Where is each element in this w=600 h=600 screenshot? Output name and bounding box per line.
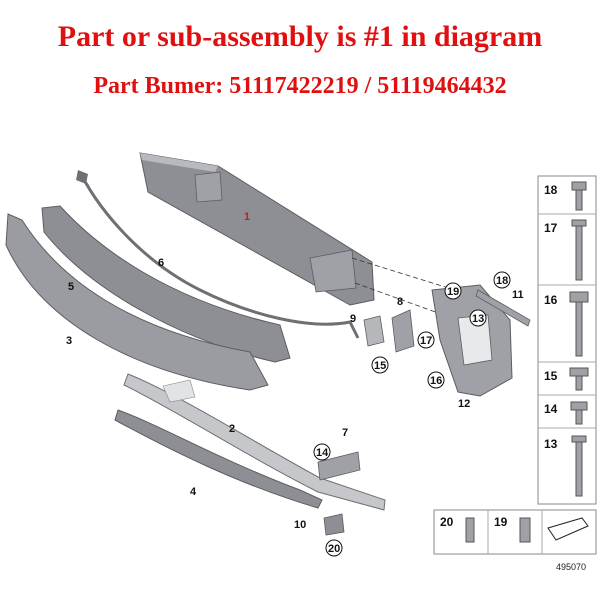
part-10-clip[interactable] xyxy=(323,513,345,536)
callout-5: 5 xyxy=(68,281,74,293)
reference-number: 495070 xyxy=(556,562,586,572)
hw-13: 13 xyxy=(544,437,558,451)
callout-7: 7 xyxy=(342,427,348,439)
hw-17: 17 xyxy=(544,221,558,235)
hw-14: 14 xyxy=(544,402,558,416)
header-line-1: Part or sub-assembly is #1 in diagram xyxy=(57,20,543,53)
callout-1: 1 xyxy=(244,211,250,223)
callout-16: 16 xyxy=(430,375,442,387)
hw-20: 20 xyxy=(440,515,454,529)
hw-19: 19 xyxy=(494,515,508,529)
hw-15: 15 xyxy=(544,369,558,383)
callout-19: 19 xyxy=(447,286,459,298)
part-5-absorber[interactable] xyxy=(41,205,291,363)
callout-6: 6 xyxy=(158,257,164,269)
part-2-trim-strip[interactable] xyxy=(123,373,386,511)
callout-20: 20 xyxy=(328,543,340,555)
callout-9: 9 xyxy=(350,313,356,325)
callout-17: 17 xyxy=(420,335,432,347)
callout-10: 10 xyxy=(294,519,306,531)
callout-2: 2 xyxy=(229,423,235,435)
hw-16: 16 xyxy=(544,293,558,307)
callout-4: 4 xyxy=(190,486,197,498)
part-11-bracket[interactable] xyxy=(475,289,531,327)
callout-11: 11 xyxy=(512,289,524,301)
part-4-strip[interactable] xyxy=(114,409,323,509)
callout-18: 18 xyxy=(496,275,508,287)
callout-15: 15 xyxy=(374,360,386,372)
hardware-panel: 18 17 16 15 14 13 20 19 495070 xyxy=(433,175,597,572)
callout-3: 3 xyxy=(66,335,72,347)
callout-12: 12 xyxy=(458,398,470,410)
part-6-strip[interactable] xyxy=(80,175,360,339)
arrow-icon xyxy=(547,517,589,541)
callout-8: 8 xyxy=(397,296,403,308)
hw-18: 18 xyxy=(544,183,558,197)
part-1-bumper-carrier[interactable] xyxy=(139,152,456,319)
callout-13: 13 xyxy=(472,313,484,325)
callout-14: 14 xyxy=(316,447,329,459)
part-9-bracket[interactable] xyxy=(363,315,385,347)
part-3-absorber[interactable] xyxy=(5,213,269,391)
part-7-bracket[interactable] xyxy=(317,451,361,481)
part-8-bracket[interactable] xyxy=(391,309,415,353)
header-line-2: Part Bumer: 51117422219 / 51119464432 xyxy=(93,73,507,99)
